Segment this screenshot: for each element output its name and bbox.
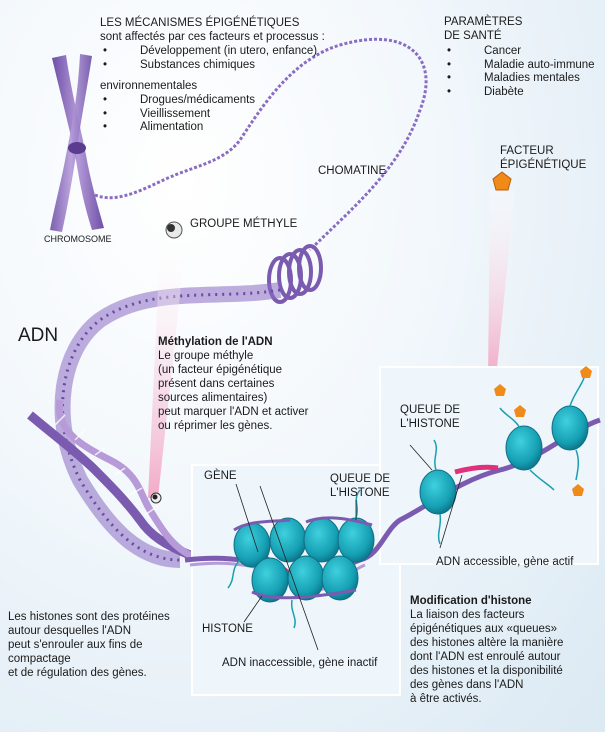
- mechanism-item: Développement (in utero, enfance): [100, 45, 317, 59]
- histone-mod-line: à être activés.: [410, 693, 482, 707]
- methylation-line: sources alimentaires): [158, 392, 267, 406]
- histones-note-line: et de régulation des gènes.: [8, 667, 147, 681]
- mechanism-item: Alimentation: [100, 121, 255, 135]
- gene-label: GÈNE: [204, 470, 237, 484]
- chromosome-label: CHROMOSOME: [44, 233, 112, 247]
- histone-mod-title: Modification d'histone: [410, 595, 532, 609]
- histone-mod-line: dont l'ADN est enroulé autour: [410, 651, 561, 665]
- adn-inaccessible-label: ADN inaccessible, gène inactif: [222, 657, 377, 671]
- mechanisms-list: Développement (in utero, enfance) Substa…: [100, 45, 317, 72]
- methylation-line: ou réprimer les gènes.: [158, 420, 272, 434]
- methyl-group-icon: [166, 222, 182, 238]
- histone-tail-label-left-line2: L'HISTONE: [330, 487, 390, 501]
- adn-accessible-label: ADN accessible, gène actif: [436, 556, 573, 570]
- histone-tail-label-right-line1: QUEUE DE: [400, 404, 460, 418]
- methyl-group-label: GROUPE MÉTHYLE: [190, 218, 297, 232]
- health-item: Cancer: [444, 45, 595, 59]
- methylation-line: présent dans certaines: [158, 378, 274, 392]
- mechanisms-list-cont: Drogues/médicaments Vieillissement Alime…: [100, 94, 255, 135]
- methylation-line: Le groupe méthyle: [158, 350, 253, 364]
- methylation-line: peut marquer l'ADN et activer: [158, 406, 308, 420]
- methylation-line: (un facteur épigénétique: [158, 364, 282, 378]
- histone-mod-line: des histones et la disponibilité: [410, 665, 563, 679]
- mechanism-item-continuation: environnementales: [100, 80, 197, 94]
- health-item: Maladies mentales: [444, 72, 595, 86]
- histone-mod-line: des gènes dans l'ADN: [410, 679, 523, 693]
- methylation-title: Méthylation de l'ADN: [158, 336, 273, 350]
- health-item: Maladie auto-immune: [444, 59, 595, 73]
- health-title-line2: DE SANTÉ: [444, 30, 502, 44]
- health-item: Diabète: [444, 86, 595, 100]
- factor-arrow: [488, 190, 515, 378]
- methyl-on-dna-icon: [151, 493, 161, 503]
- epigenetic-factor-label-line2: ÉPIGÉNÉTIQUE: [500, 159, 586, 173]
- histone-mod-line: La liaison des facteurs: [410, 609, 524, 623]
- histones-note-line: peut s'enrouler aux fins de: [8, 639, 143, 653]
- mechanism-item: Drogues/médicaments: [100, 94, 255, 108]
- chromatine-label: CHOMATINE: [318, 165, 386, 179]
- mechanisms-title: LES MÉCANISMES ÉPIGÉNÉTIQUES: [100, 17, 299, 31]
- mechanism-item: Vieillissement: [100, 108, 255, 122]
- epigenetic-factor-label-line1: FACTEUR: [500, 145, 554, 159]
- histones-note-line: compactage: [8, 653, 71, 667]
- histone-mod-line: des histones altère la manière: [410, 637, 563, 651]
- histone-tail-label-right-line2: L'HISTONE: [400, 418, 460, 432]
- histone-mod-line: épigénétiques aux «queues»: [410, 623, 557, 637]
- histones-note-line: Les histones sont des protéines: [8, 611, 170, 625]
- epigenetic-factor-icon: [493, 172, 511, 190]
- health-list: Cancer Maladie auto-immune Maladies ment…: [444, 45, 595, 99]
- histone-tail-label-left-line1: QUEUE DE: [330, 473, 390, 487]
- histones-note-line: autour desquelles l'ADN: [8, 625, 131, 639]
- mechanism-item: Substances chimiques: [100, 59, 317, 73]
- health-title-line1: PARAMÈTRES: [444, 16, 522, 30]
- chromosome-shape: [50, 54, 104, 232]
- histone-label: HISTONE: [202, 623, 253, 637]
- mechanisms-subtitle: sont affectés par ces facteurs et proces…: [100, 31, 325, 45]
- adn-label: ADN: [18, 329, 58, 343]
